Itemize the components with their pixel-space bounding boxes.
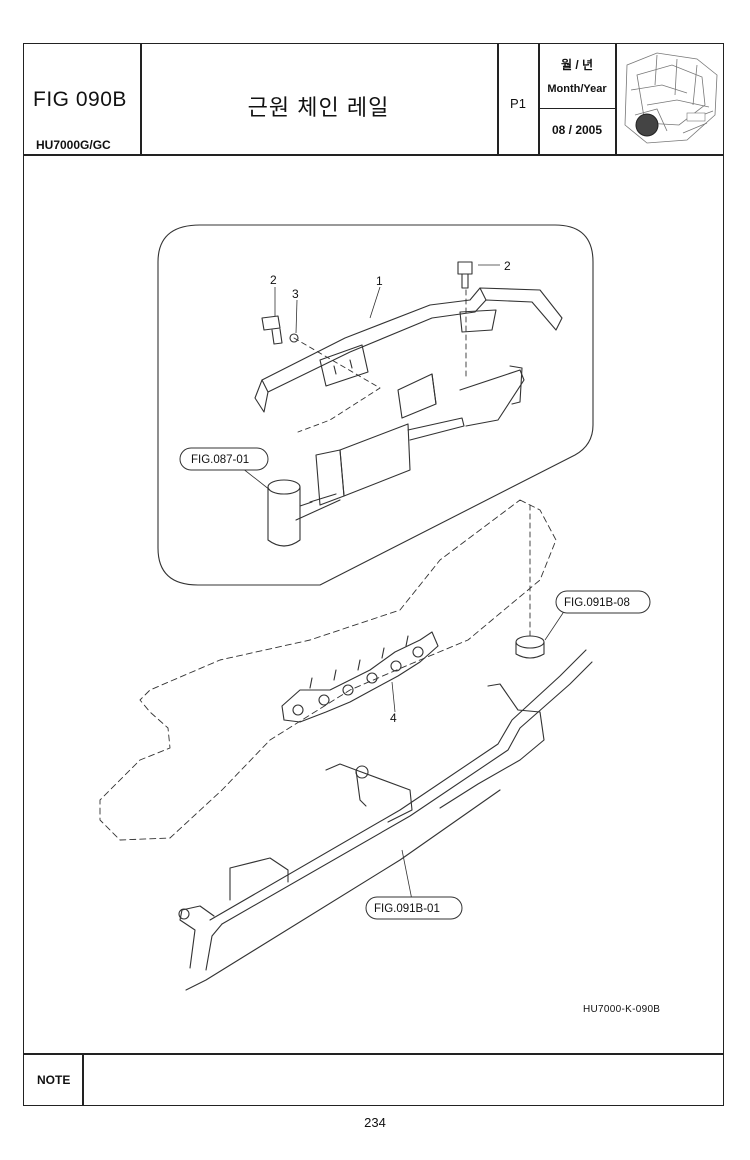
page-indicator: P1 (510, 96, 526, 111)
part-4-chain-links (281, 631, 439, 723)
chain-path-outline (99, 499, 557, 841)
support-tube (267, 479, 313, 547)
page-title: 근원 체인 레일 (247, 95, 390, 120)
note-label: NOTE (37, 1073, 71, 1087)
page-number: 234 (364, 1115, 386, 1130)
machine-thumbnail (624, 52, 718, 144)
callout-part-2-right: 2 (504, 259, 511, 273)
ref-bubble-fig091b08 (555, 590, 651, 614)
header-bottom-rule (23, 154, 724, 156)
ref-bubble-fig091b01 (365, 896, 463, 920)
parts-sheet-frame (23, 43, 724, 1106)
month-year-label-korean: 월 / 년 (560, 58, 594, 72)
upper-assembly-boundary (157, 224, 594, 586)
highlight-dot-icon (635, 113, 659, 137)
callout-part-3: 3 (292, 287, 299, 301)
header-divider-1 (140, 43, 142, 155)
note-divider (82, 1053, 84, 1106)
exploded-parts-diagram: 2 3 1 2 4 FIG.087-01 FIG.091B-08 FIG.091… (99, 224, 651, 991)
callout-part-2-left: 2 (270, 273, 277, 287)
ref-bubble-fig087 (179, 447, 269, 471)
month-year-label-english: Month/Year (547, 83, 607, 95)
header-divider-3 (538, 43, 540, 155)
ref-label-fig091b01: FIG.091B-01 (374, 903, 440, 915)
part-1-rail-bracket (254, 287, 563, 413)
bolt-part-2-left (261, 315, 283, 345)
washer-part-3 (289, 333, 299, 343)
header-divider-2 (497, 43, 499, 155)
header-divider-4 (615, 43, 617, 155)
drawing-code: HU7000-K-090B (583, 1004, 661, 1015)
frame-mount (295, 365, 525, 521)
ref-label-fig091b08: FIG.091B-08 (564, 597, 630, 609)
lower-rail (178, 649, 593, 991)
ref-label-fig087: FIG.087-01 (191, 454, 249, 466)
note-top-rule (23, 1053, 724, 1055)
model-code: HU7000G/GC (36, 138, 111, 152)
bolt-part-2-right (457, 261, 473, 289)
callout-part-1: 1 (376, 274, 383, 288)
callout-part-4: 4 (390, 711, 397, 725)
issue-date: 08 / 2005 (551, 123, 603, 137)
date-cell-rule (538, 108, 616, 110)
figure-number: FIG 090B (33, 88, 127, 111)
collar-part (515, 635, 545, 659)
